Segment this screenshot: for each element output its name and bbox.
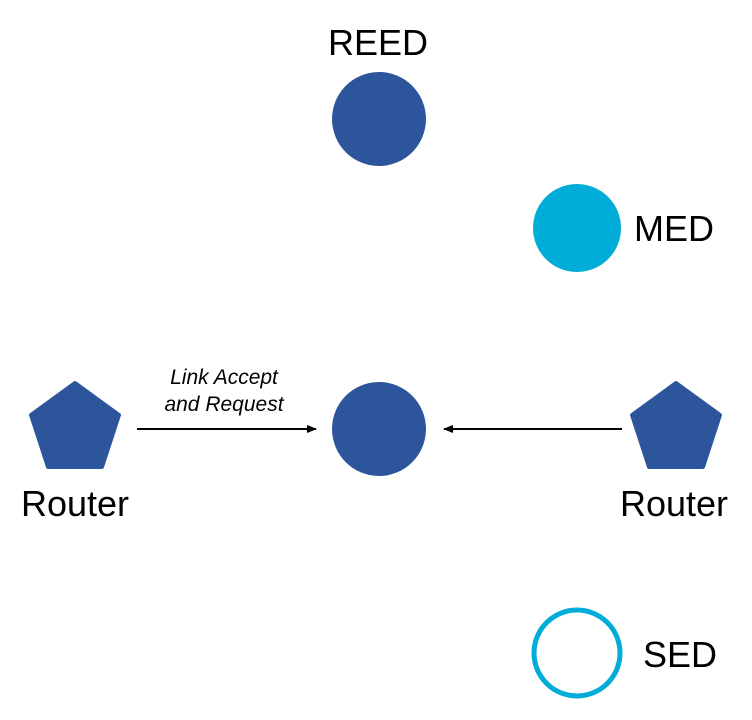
med-label: MED [634, 208, 714, 249]
sed-node: SED [531, 607, 717, 699]
sed-circle [531, 607, 623, 699]
sed-label: SED [643, 634, 717, 675]
edge-label-line1: Link Accept [170, 366, 279, 389]
reed-label: REED [328, 22, 428, 63]
router-right-label: Router [620, 483, 728, 524]
router-left-label: Router [21, 483, 129, 524]
med-circle [533, 184, 621, 272]
reed-circle [332, 72, 426, 166]
med-node: MED [533, 184, 714, 272]
edge-label-line2: and Request [164, 393, 284, 416]
reed-node: REED [328, 22, 428, 166]
router-right-pentagon [630, 381, 722, 469]
router-left-node: Router [21, 381, 129, 524]
center-node [332, 382, 426, 476]
router-left-pentagon [29, 381, 121, 469]
center-circle [332, 382, 426, 476]
router-right-node: Router [620, 381, 728, 524]
edge-left-to-center: Link Accept and Request [137, 366, 317, 433]
